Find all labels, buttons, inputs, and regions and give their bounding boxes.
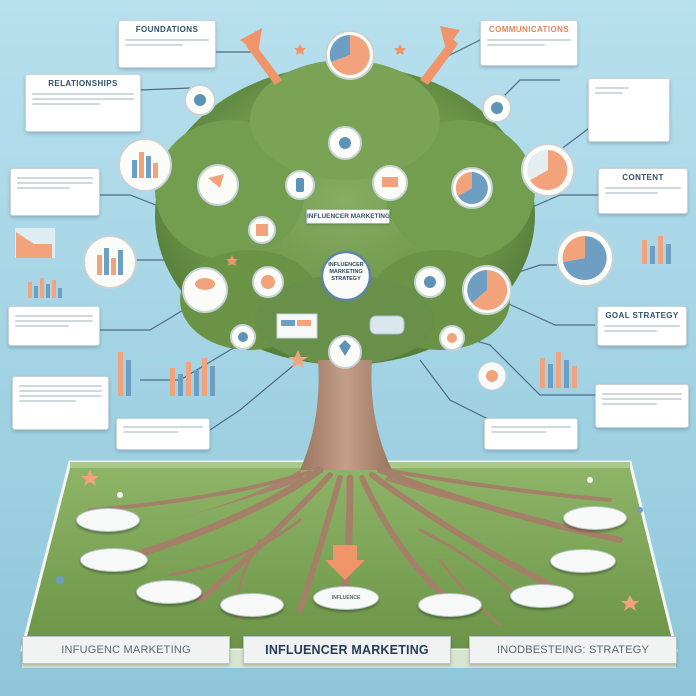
card-text-line — [15, 325, 69, 327]
root-oval — [76, 508, 140, 532]
bar-charts — [97, 152, 158, 275]
card-text-line — [604, 330, 657, 332]
card-text-line — [32, 93, 134, 95]
content-card-title: CONTENT — [622, 173, 664, 182]
relationships-card: RELATIONSHIPS — [25, 74, 141, 132]
card-text-line — [602, 403, 658, 405]
root-oval — [563, 506, 627, 530]
card-text-line — [15, 315, 93, 317]
decorative-stars — [56, 44, 643, 611]
card-text-line — [15, 320, 93, 322]
card-text-line — [32, 98, 134, 100]
card-text-line — [19, 400, 76, 402]
relationships-card-title: RELATIONSHIPS — [48, 79, 118, 88]
foundations-card-title: FOUNDATIONS — [135, 25, 199, 34]
card-text-line — [487, 39, 571, 41]
goal-strategy-card: GOAL STRATEGY — [597, 306, 687, 346]
card-text-line — [125, 44, 183, 46]
card-text-line — [32, 103, 101, 105]
card-text-line — [123, 426, 203, 428]
card-text-line — [19, 395, 102, 397]
left-card-3 — [10, 168, 100, 216]
card-text-line — [17, 182, 93, 184]
card-text-line — [19, 385, 102, 387]
communications-card: COMMUNICATIONS — [480, 20, 578, 66]
canopy-banner: INFLUENCER MARKETING — [306, 209, 390, 224]
root-oval — [550, 549, 616, 573]
root-oval — [510, 584, 574, 608]
card-text-line — [491, 426, 571, 428]
root-oval — [220, 593, 284, 617]
tree-roots — [88, 466, 623, 627]
root-oval — [418, 593, 482, 617]
bottom-left-card — [116, 418, 210, 450]
canopy-center-label: INFLUENCER MARKETING STRATEGY — [328, 262, 364, 282]
card-text-line — [605, 187, 681, 189]
card-text-line — [595, 87, 629, 89]
root-oval — [80, 548, 148, 572]
card-text-line — [491, 431, 547, 433]
ground-label-right: INODBESTEING: STRATEGY — [469, 636, 677, 664]
card-text-line — [125, 39, 209, 41]
card-text-line — [602, 398, 682, 400]
canopy-mini-panel — [276, 313, 405, 339]
up-arrows — [240, 26, 460, 580]
card-text-line — [595, 92, 623, 94]
goal-strategy-card-title: GOAL STRATEGY — [605, 311, 679, 320]
ground-label-center: INFLUENCER MARKETING — [243, 636, 451, 664]
right-chart-card — [588, 78, 670, 142]
root-oval — [136, 580, 202, 604]
content-card: CONTENT — [598, 168, 688, 214]
card-text-line — [487, 44, 545, 46]
card-text-line — [605, 192, 658, 194]
medallion-icons — [194, 94, 503, 356]
bottom-right-card — [484, 418, 578, 450]
pie-charts — [329, 34, 607, 310]
right-card-6 — [595, 384, 689, 428]
card-text-line — [17, 177, 93, 179]
ground-label-left: INFUGENC MARKETING — [22, 636, 230, 664]
card-text-line — [604, 325, 680, 327]
communications-card-title: COMMUNICATIONS — [488, 25, 570, 34]
left-card-4 — [8, 306, 100, 346]
card-text-line — [19, 390, 102, 392]
card-text-line — [123, 431, 179, 433]
left-card-5 — [12, 376, 109, 430]
card-text-line — [602, 393, 682, 395]
foundations-card: FOUNDATIONS — [118, 20, 216, 68]
card-text-line — [17, 187, 70, 189]
root-oval-center: INFLUENCE — [313, 586, 379, 610]
